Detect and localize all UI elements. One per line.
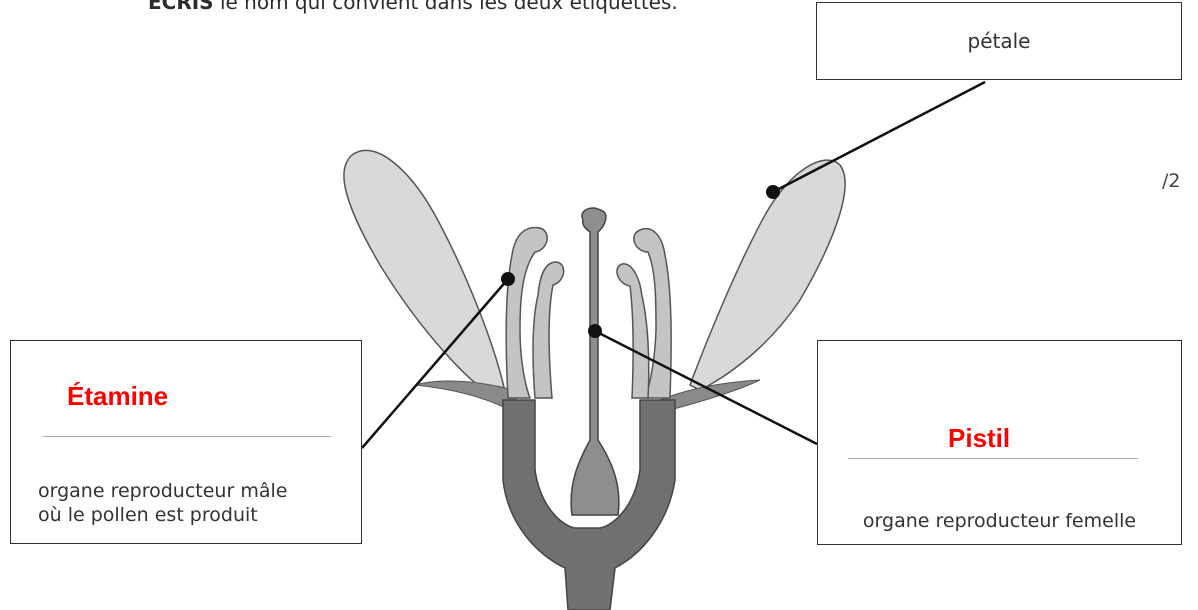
label-box-pistil[interactable]: Pistil organe reproducteur femelle: [817, 340, 1182, 545]
leader-dot-etamine: [501, 272, 515, 286]
pistil: [571, 208, 619, 515]
label-box-petale: pétale: [816, 2, 1182, 80]
left-petal: [344, 150, 505, 398]
left-stamen-inner: [533, 262, 564, 398]
answer-pistil: Pistil: [948, 423, 1010, 454]
answer-line-etamine: [43, 436, 331, 437]
label-petale: pétale: [968, 29, 1031, 53]
answer-etamine: Étamine: [67, 381, 168, 412]
leader-line-petale: [773, 82, 985, 192]
label-box-etamine[interactable]: Étamine organe reproducteur mâle où le p…: [10, 340, 362, 544]
description-pistil: organe reproducteur femelle: [818, 509, 1181, 533]
description-etamine: organe reproducteur mâle où le pollen es…: [38, 479, 287, 527]
right-stamen-inner: [617, 264, 649, 398]
description-etamine-line2: où le pollen est produit: [38, 503, 287, 527]
leader-dot-petale: [766, 185, 780, 199]
description-etamine-line1: organe reproducteur mâle: [38, 479, 287, 503]
leader-dot-pistil: [588, 324, 602, 338]
answer-line-pistil: [848, 458, 1138, 459]
